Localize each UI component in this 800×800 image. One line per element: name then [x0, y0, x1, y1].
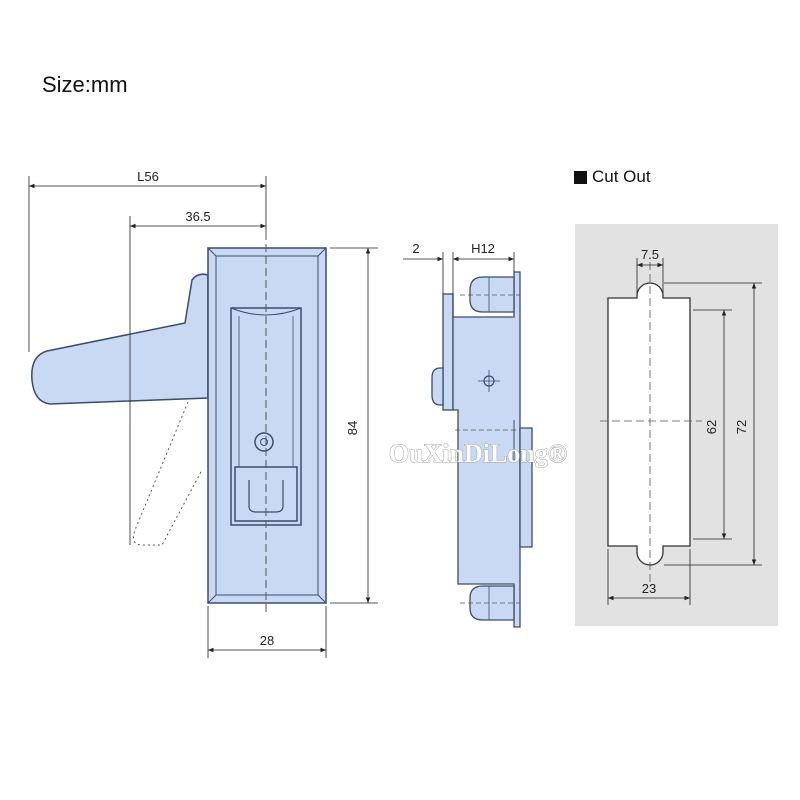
- handle-swing-dotted-outline: [133, 401, 203, 546]
- dim-2: 2: [412, 241, 419, 256]
- front-dimensions: L56 36.5 84 28: [28, 169, 378, 658]
- dim-7-5: 7.5: [641, 247, 659, 262]
- side-flange: [442, 293, 454, 411]
- dim-l56: L56: [137, 169, 159, 184]
- side-dimensions: 2 H12: [403, 241, 515, 317]
- dim-23: 23: [642, 581, 656, 596]
- square-bullet-icon: [574, 170, 587, 184]
- dim-h12: H12: [471, 241, 495, 256]
- cutout-heading: Cut Out: [574, 167, 651, 187]
- side-latch-tongue: [519, 427, 533, 548]
- cutout-opening: [607, 282, 691, 566]
- watermark-text: OuXinDiLong®: [389, 439, 567, 468]
- dim-28: 28: [260, 633, 274, 648]
- dim-72: 72: [734, 420, 749, 434]
- size-unit-label: Size:mm: [42, 72, 128, 97]
- cutout-panel: 7.5 62 72 23: [575, 224, 778, 626]
- side-view: [431, 271, 533, 628]
- front-plate-inner-edge: [215, 255, 319, 596]
- side-knob: [431, 367, 444, 406]
- keyhole-icon: [254, 432, 274, 452]
- front-view: [31, 232, 327, 612]
- top-stud: [469, 276, 515, 313]
- dim-62: 62: [704, 420, 719, 434]
- dim-84: 84: [345, 421, 360, 435]
- lock-handle: [31, 273, 209, 405]
- dim-36-5: 36.5: [185, 209, 210, 224]
- cutout-title-text: Cut Out: [592, 167, 651, 186]
